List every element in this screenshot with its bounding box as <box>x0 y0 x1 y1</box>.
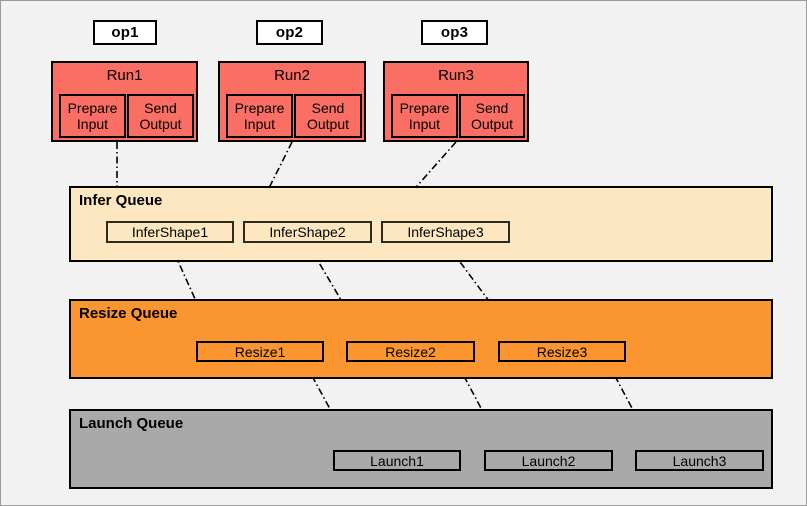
chip-infershape3[interactable]: InferShape3 <box>381 221 510 243</box>
step-line-1: Prepare <box>399 100 450 116</box>
op-tag-op1[interactable]: op1 <box>93 20 157 45</box>
op-tag-label: op3 <box>440 24 469 41</box>
chip-launch3[interactable]: Launch3 <box>635 450 764 471</box>
op-tag-label: op2 <box>275 24 304 41</box>
step-line-2: Output <box>470 116 514 132</box>
run2-step-prepare-input[interactable]: Prepare Input <box>226 94 293 138</box>
chip-label: Launch2 <box>521 452 576 469</box>
chip-launch2[interactable]: Launch2 <box>484 450 613 471</box>
chip-label: Resize3 <box>536 343 588 360</box>
op-tag-op2[interactable]: op2 <box>256 20 323 45</box>
run3-step-send-output[interactable]: Send Output <box>459 94 525 138</box>
step-line-2: Input <box>408 116 441 132</box>
step-line-2: Input <box>243 116 276 132</box>
op-tag-op3[interactable]: op3 <box>421 20 488 45</box>
queue-infer-title: Infer Queue <box>79 192 163 209</box>
queue-resize[interactable]: Resize Queue Resize1 Resize2 Resize3 <box>69 299 773 379</box>
op-tag-label: op1 <box>111 24 139 41</box>
run2-step-send-output[interactable]: Send Output <box>294 94 362 138</box>
run-title: Run2 <box>274 67 310 84</box>
step-line-2: Input <box>76 116 109 132</box>
run-box-run2[interactable]: Run2 Prepare Input Send Output <box>218 61 366 142</box>
chip-infershape1[interactable]: InferShape1 <box>106 221 234 243</box>
chip-label: Launch1 <box>370 452 424 469</box>
chip-infershape2[interactable]: InferShape2 <box>243 221 372 243</box>
step-line-1: Prepare <box>67 100 118 116</box>
chip-resize3[interactable]: Resize3 <box>498 341 626 362</box>
chip-resize1[interactable]: Resize1 <box>196 341 324 362</box>
queue-infer[interactable]: Infer Queue InferShape1 InferShape2 Infe… <box>69 186 773 262</box>
step-line-1: Prepare <box>234 100 285 116</box>
run1-step-send-output[interactable]: Send Output <box>127 94 194 138</box>
chip-label: InferShape2 <box>269 224 346 240</box>
queue-launch[interactable]: Launch Queue Launch1 Launch2 Launch3 <box>69 409 773 489</box>
chip-launch1[interactable]: Launch1 <box>333 450 461 471</box>
chip-label: InferShape1 <box>131 224 209 240</box>
run1-step-prepare-input[interactable]: Prepare Input <box>59 94 126 138</box>
step-line-1: Send <box>311 100 345 116</box>
chip-resize2[interactable]: Resize2 <box>346 341 475 362</box>
chip-label: Resize2 <box>385 343 436 360</box>
chip-label: Launch3 <box>672 452 727 469</box>
run3-step-prepare-input[interactable]: Prepare Input <box>391 94 458 138</box>
run-title: Run1 <box>106 67 143 84</box>
step-line-2: Output <box>306 116 350 132</box>
step-line-1: Send <box>144 100 177 116</box>
step-line-1: Send <box>475 100 509 116</box>
run-title: Run3 <box>438 67 474 84</box>
step-line-2: Output <box>139 116 182 132</box>
chip-label: Resize1 <box>234 343 286 360</box>
chip-label: InferShape3 <box>407 224 484 240</box>
queue-resize-title: Resize Queue <box>79 305 178 322</box>
run-box-run3[interactable]: Run3 Prepare Input Send Output <box>383 61 529 142</box>
queue-launch-title: Launch Queue <box>79 415 184 432</box>
run-box-run1[interactable]: Run1 Prepare Input Send Output <box>51 61 198 142</box>
